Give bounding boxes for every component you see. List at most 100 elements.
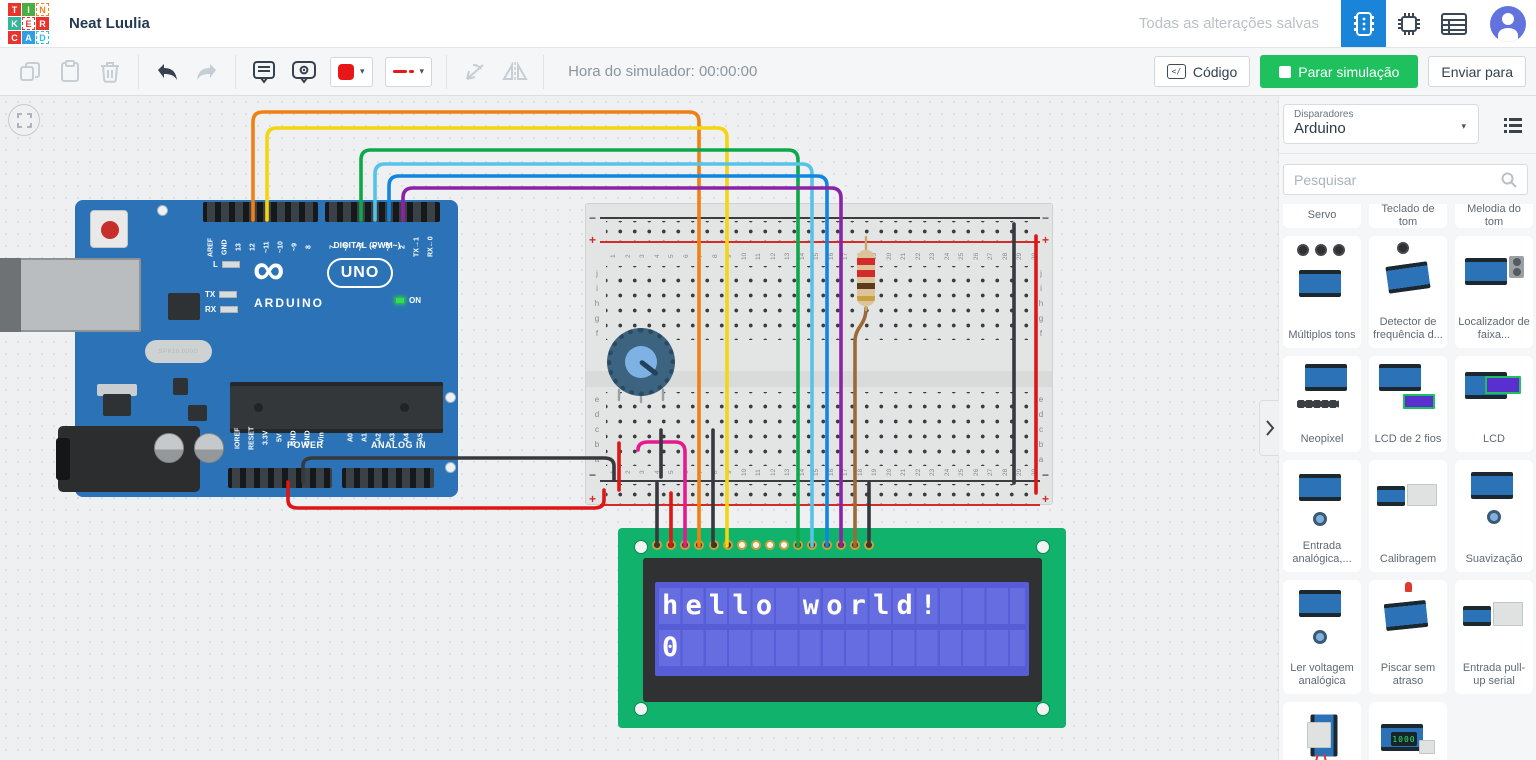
component-card[interactable]: Teclado de tom bbox=[1369, 203, 1447, 228]
wire-green-pin5-db4[interactable] bbox=[359, 148, 800, 548]
toggle-labels-button[interactable] bbox=[289, 57, 319, 87]
analog-label: ANALOG IN bbox=[371, 440, 426, 450]
digital-header-left[interactable] bbox=[203, 202, 318, 222]
paste-button[interactable] bbox=[55, 57, 85, 87]
arduino-ultrasonic-icon bbox=[1463, 236, 1525, 316]
save-status: Todas as alterações salvas bbox=[1138, 15, 1319, 32]
component-card[interactable]: LCD de 2 fios bbox=[1369, 356, 1447, 452]
component-card[interactable]: LCD bbox=[1455, 356, 1533, 452]
power-header[interactable] bbox=[228, 468, 332, 488]
copy-button[interactable] bbox=[15, 57, 45, 87]
undo-button[interactable] bbox=[152, 57, 182, 87]
analog-header[interactable] bbox=[342, 468, 434, 488]
wire-red-5v-rail[interactable] bbox=[286, 480, 606, 510]
potentiometer[interactable] bbox=[607, 328, 675, 396]
capacitor bbox=[194, 433, 224, 463]
notes-button[interactable] bbox=[249, 57, 279, 87]
wire-magenta-pot-v0[interactable] bbox=[636, 440, 687, 548]
redo-button[interactable] bbox=[192, 57, 222, 87]
wire-color-dropdown[interactable]: ▾ bbox=[330, 56, 373, 87]
send-to-button[interactable]: Enviar para bbox=[1428, 56, 1526, 87]
category-label: Disparadores bbox=[1294, 109, 1354, 120]
arduino-moisture-led-icon bbox=[1291, 714, 1353, 760]
search-input[interactable] bbox=[1294, 171, 1501, 188]
terminal-grid-top[interactable] bbox=[606, 266, 1036, 340]
code-button[interactable]: </Código bbox=[1153, 56, 1251, 87]
mirror-button[interactable] bbox=[500, 57, 530, 87]
toolbar: ▾ ▾ Hora do simulador: 00:00:00 </Código… bbox=[0, 48, 1536, 96]
voltage-regulator bbox=[97, 384, 137, 416]
led-L bbox=[221, 261, 240, 268]
component-card[interactable]: Detector de frequência d... bbox=[1369, 236, 1447, 348]
lcd-bezel: hello world! 0 bbox=[643, 558, 1042, 702]
arduino-brand: ARDUINO bbox=[254, 296, 324, 310]
component-list-view-button[interactable] bbox=[1431, 0, 1476, 47]
wire-blue-pin3-db6[interactable] bbox=[387, 174, 829, 548]
trash-icon bbox=[101, 62, 119, 83]
usb-controller-chip bbox=[168, 293, 200, 320]
empty-grid-cell bbox=[1455, 702, 1533, 760]
logo-tile: C bbox=[8, 31, 21, 44]
document-title[interactable]: Neat Luulia bbox=[69, 15, 150, 32]
wire-orange-pin12-rs[interactable] bbox=[251, 110, 701, 548]
avatar[interactable] bbox=[1490, 5, 1526, 42]
redo-icon bbox=[197, 63, 216, 80]
digital-header-right[interactable] bbox=[325, 202, 440, 222]
wire-brown-resistor-led[interactable] bbox=[853, 306, 868, 548]
component-card[interactable]: Neopixel bbox=[1283, 356, 1361, 452]
arduino-led-strip-icon bbox=[1291, 356, 1353, 433]
panel-collapse-button[interactable] bbox=[1259, 400, 1279, 456]
component-card[interactable]: Múltiplos tons bbox=[1283, 236, 1361, 348]
reset-button[interactable] bbox=[90, 210, 128, 248]
component-category-dropdown[interactable]: Disparadores Arduino ▾ bbox=[1283, 104, 1479, 144]
arduino-potentiometer-icon bbox=[1291, 580, 1353, 662]
lcd-16x2[interactable]: GNDVCCV0RSRWEDB0DB1DB2DB3DB4DB5DB6DB7LED… bbox=[618, 528, 1066, 728]
component-card[interactable]: Entrada analógica,... bbox=[1283, 460, 1361, 572]
component-card[interactable]: Melodia do tom bbox=[1455, 203, 1533, 228]
lcd-screen: hello world! 0 bbox=[655, 582, 1029, 676]
stop-simulation-button[interactable]: Parar simulação bbox=[1260, 55, 1419, 88]
logo-tile: N bbox=[36, 3, 49, 16]
logo-tile: R bbox=[36, 17, 49, 30]
panel-list-view-button[interactable] bbox=[1495, 108, 1531, 142]
component-card[interactable]: Servo bbox=[1283, 204, 1361, 228]
search-box[interactable] bbox=[1283, 164, 1528, 195]
component-card[interactable]: 1000 bbox=[1369, 702, 1447, 760]
chevron-down-icon: ▾ bbox=[1461, 121, 1466, 131]
wire-black-gnd-rail[interactable] bbox=[301, 456, 616, 484]
usb-port bbox=[0, 258, 141, 332]
label-eye-icon bbox=[292, 60, 316, 84]
component-card[interactable] bbox=[1283, 702, 1361, 760]
terminal-grid-bottom[interactable] bbox=[606, 392, 1036, 466]
breadboard-view-button[interactable] bbox=[1341, 0, 1386, 47]
zoom-to-fit-button[interactable] bbox=[8, 104, 40, 136]
crystal: SPK16.000G bbox=[145, 340, 212, 363]
power-rail-top[interactable] bbox=[606, 221, 1036, 241]
schematic-view-button[interactable] bbox=[1386, 0, 1431, 47]
capacitor bbox=[154, 433, 184, 463]
wire-cyan-pin4-db5[interactable] bbox=[373, 162, 814, 548]
delete-button[interactable] bbox=[95, 57, 125, 87]
component-card[interactable]: Entrada pull-up serial bbox=[1455, 580, 1533, 694]
component-card[interactable]: Calibragem bbox=[1369, 460, 1447, 572]
component-card[interactable]: Localizador de faixa... bbox=[1455, 236, 1533, 348]
wire-yellow-pin11-e[interactable] bbox=[265, 126, 729, 548]
led-TX bbox=[219, 291, 238, 298]
component-card[interactable]: Ler voltagem analógica bbox=[1283, 580, 1361, 694]
component-card[interactable]: Suavização bbox=[1455, 460, 1533, 572]
lcd-pin-pad bbox=[736, 540, 747, 550]
component-card[interactable]: Piscar sem atraso bbox=[1369, 580, 1447, 694]
undo-icon bbox=[158, 63, 177, 80]
arduino-led-icon bbox=[1377, 580, 1439, 662]
rotate-button[interactable] bbox=[460, 57, 490, 87]
wire-purple-pin2-db7[interactable] bbox=[401, 186, 843, 548]
resistor[interactable] bbox=[857, 250, 875, 306]
search-icon bbox=[1501, 172, 1517, 188]
logo-tile: A bbox=[22, 31, 35, 44]
wire-style-dropdown[interactable]: ▾ bbox=[384, 56, 433, 87]
arduino-lcd-icon bbox=[1463, 356, 1525, 433]
